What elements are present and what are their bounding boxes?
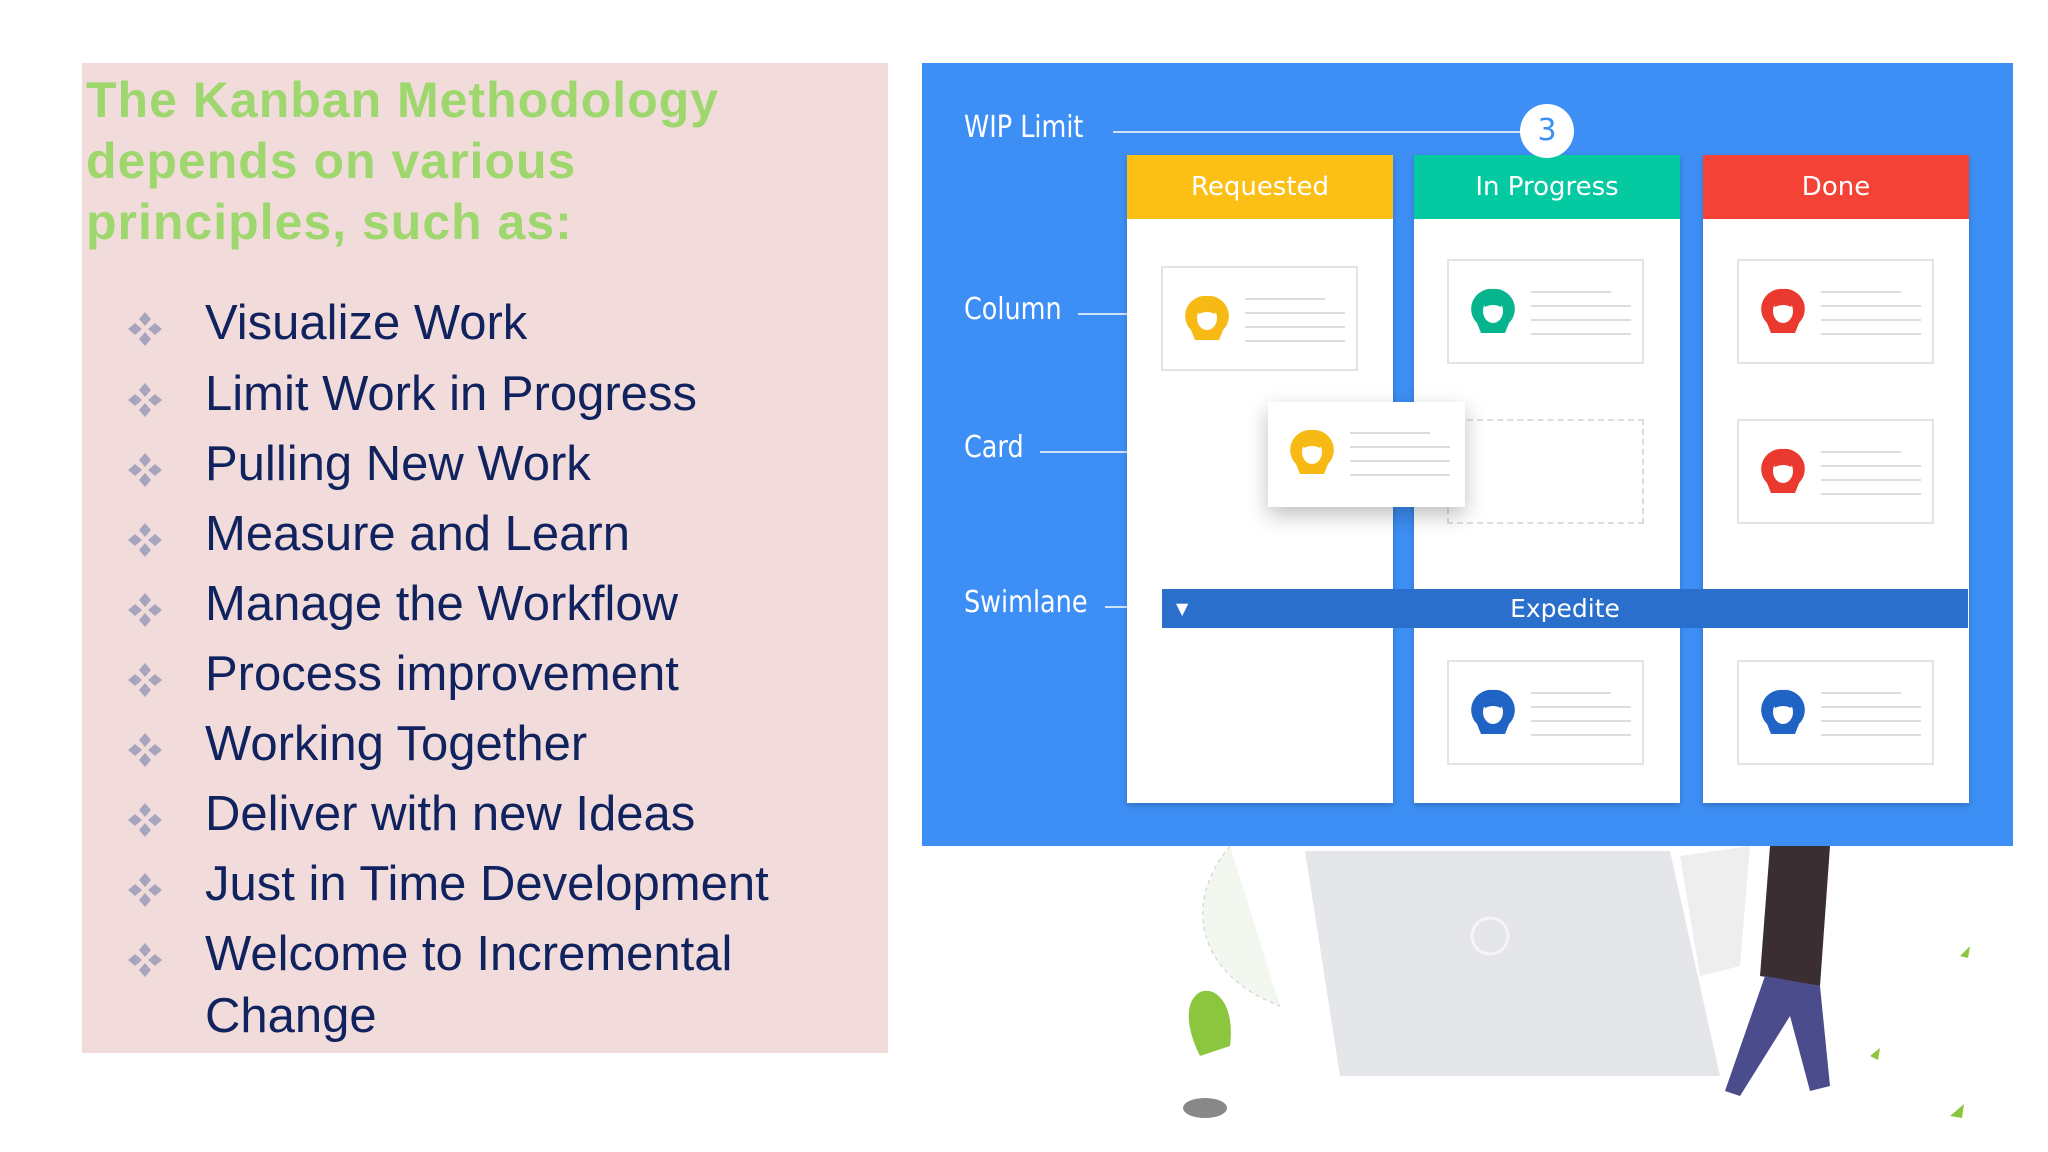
wip-limit-label: WIP Limit (964, 110, 1084, 145)
swimlane-label: Swimlane (964, 585, 1088, 620)
swimlane-title: Expedite (1510, 594, 1620, 623)
diamond-bullet-icon (128, 663, 162, 697)
diamond-bullet-icon (128, 733, 162, 767)
principle-text: Welcome to Incremental Change (205, 927, 733, 1043)
column-pointer-line (1078, 313, 1128, 315)
diamond-bullet-icon (128, 383, 162, 417)
slide-title: The Kanban Methodology depends on variou… (86, 72, 720, 250)
diamond-bullet-icon (128, 453, 162, 487)
diamond-bullet-icon (128, 312, 162, 346)
diamond-bullet-icon (128, 523, 162, 557)
principle-text: Measure and Learn (205, 507, 630, 561)
kanban-card[interactable] (1161, 266, 1358, 371)
principle-text: Just in Time Development (205, 857, 769, 911)
principle-text: Deliver with new Ideas (205, 787, 696, 841)
diamond-bullet-icon (128, 943, 162, 977)
column-header: Requested (1127, 155, 1393, 219)
card-placeholder (1447, 419, 1644, 524)
user-avatar-icon (1761, 448, 1805, 493)
swimlane-expedite[interactable]: ▼ Expedite (1162, 589, 1968, 628)
user-avatar-icon (1761, 288, 1805, 333)
kanban-card[interactable] (1737, 660, 1934, 765)
kanban-card[interactable] (1447, 660, 1644, 765)
caret-down-icon: ▼ (1176, 599, 1189, 618)
principle-text: Pulling New Work (205, 437, 591, 491)
wip-limit-badge: 3 (1520, 104, 1574, 158)
user-avatar-icon (1290, 429, 1334, 474)
person-with-laptop-illustration (1183, 846, 1970, 1118)
principle-text: Manage the Workflow (205, 577, 678, 631)
dragged-card[interactable] (1268, 402, 1465, 507)
column-label: Column (964, 292, 1062, 327)
kanban-card[interactable] (1447, 259, 1644, 364)
card-label: Card (964, 430, 1024, 465)
laptop-shape (1305, 851, 1720, 1076)
user-avatar-icon (1471, 689, 1515, 734)
principle-text: Process improvement (205, 647, 679, 701)
kanban-card[interactable] (1737, 419, 1934, 524)
upload-icon (1470, 916, 1510, 956)
diamond-bullet-icon (128, 593, 162, 627)
wip-pointer-line (1113, 131, 1523, 133)
column-header: In Progress (1414, 155, 1680, 219)
principle-text: Working Together (205, 717, 588, 771)
column-header: Done (1703, 155, 1969, 219)
diamond-bullet-icon (128, 873, 162, 907)
kanban-card[interactable] (1737, 259, 1934, 364)
principles-panel (82, 63, 888, 1053)
principle-text: Limit Work in Progress (205, 367, 697, 421)
diamond-bullet-icon (128, 803, 162, 837)
user-avatar-icon (1761, 689, 1805, 734)
principle-text: Visualize Work (205, 296, 528, 350)
user-avatar-icon (1471, 288, 1515, 333)
user-avatar-icon (1185, 295, 1229, 340)
